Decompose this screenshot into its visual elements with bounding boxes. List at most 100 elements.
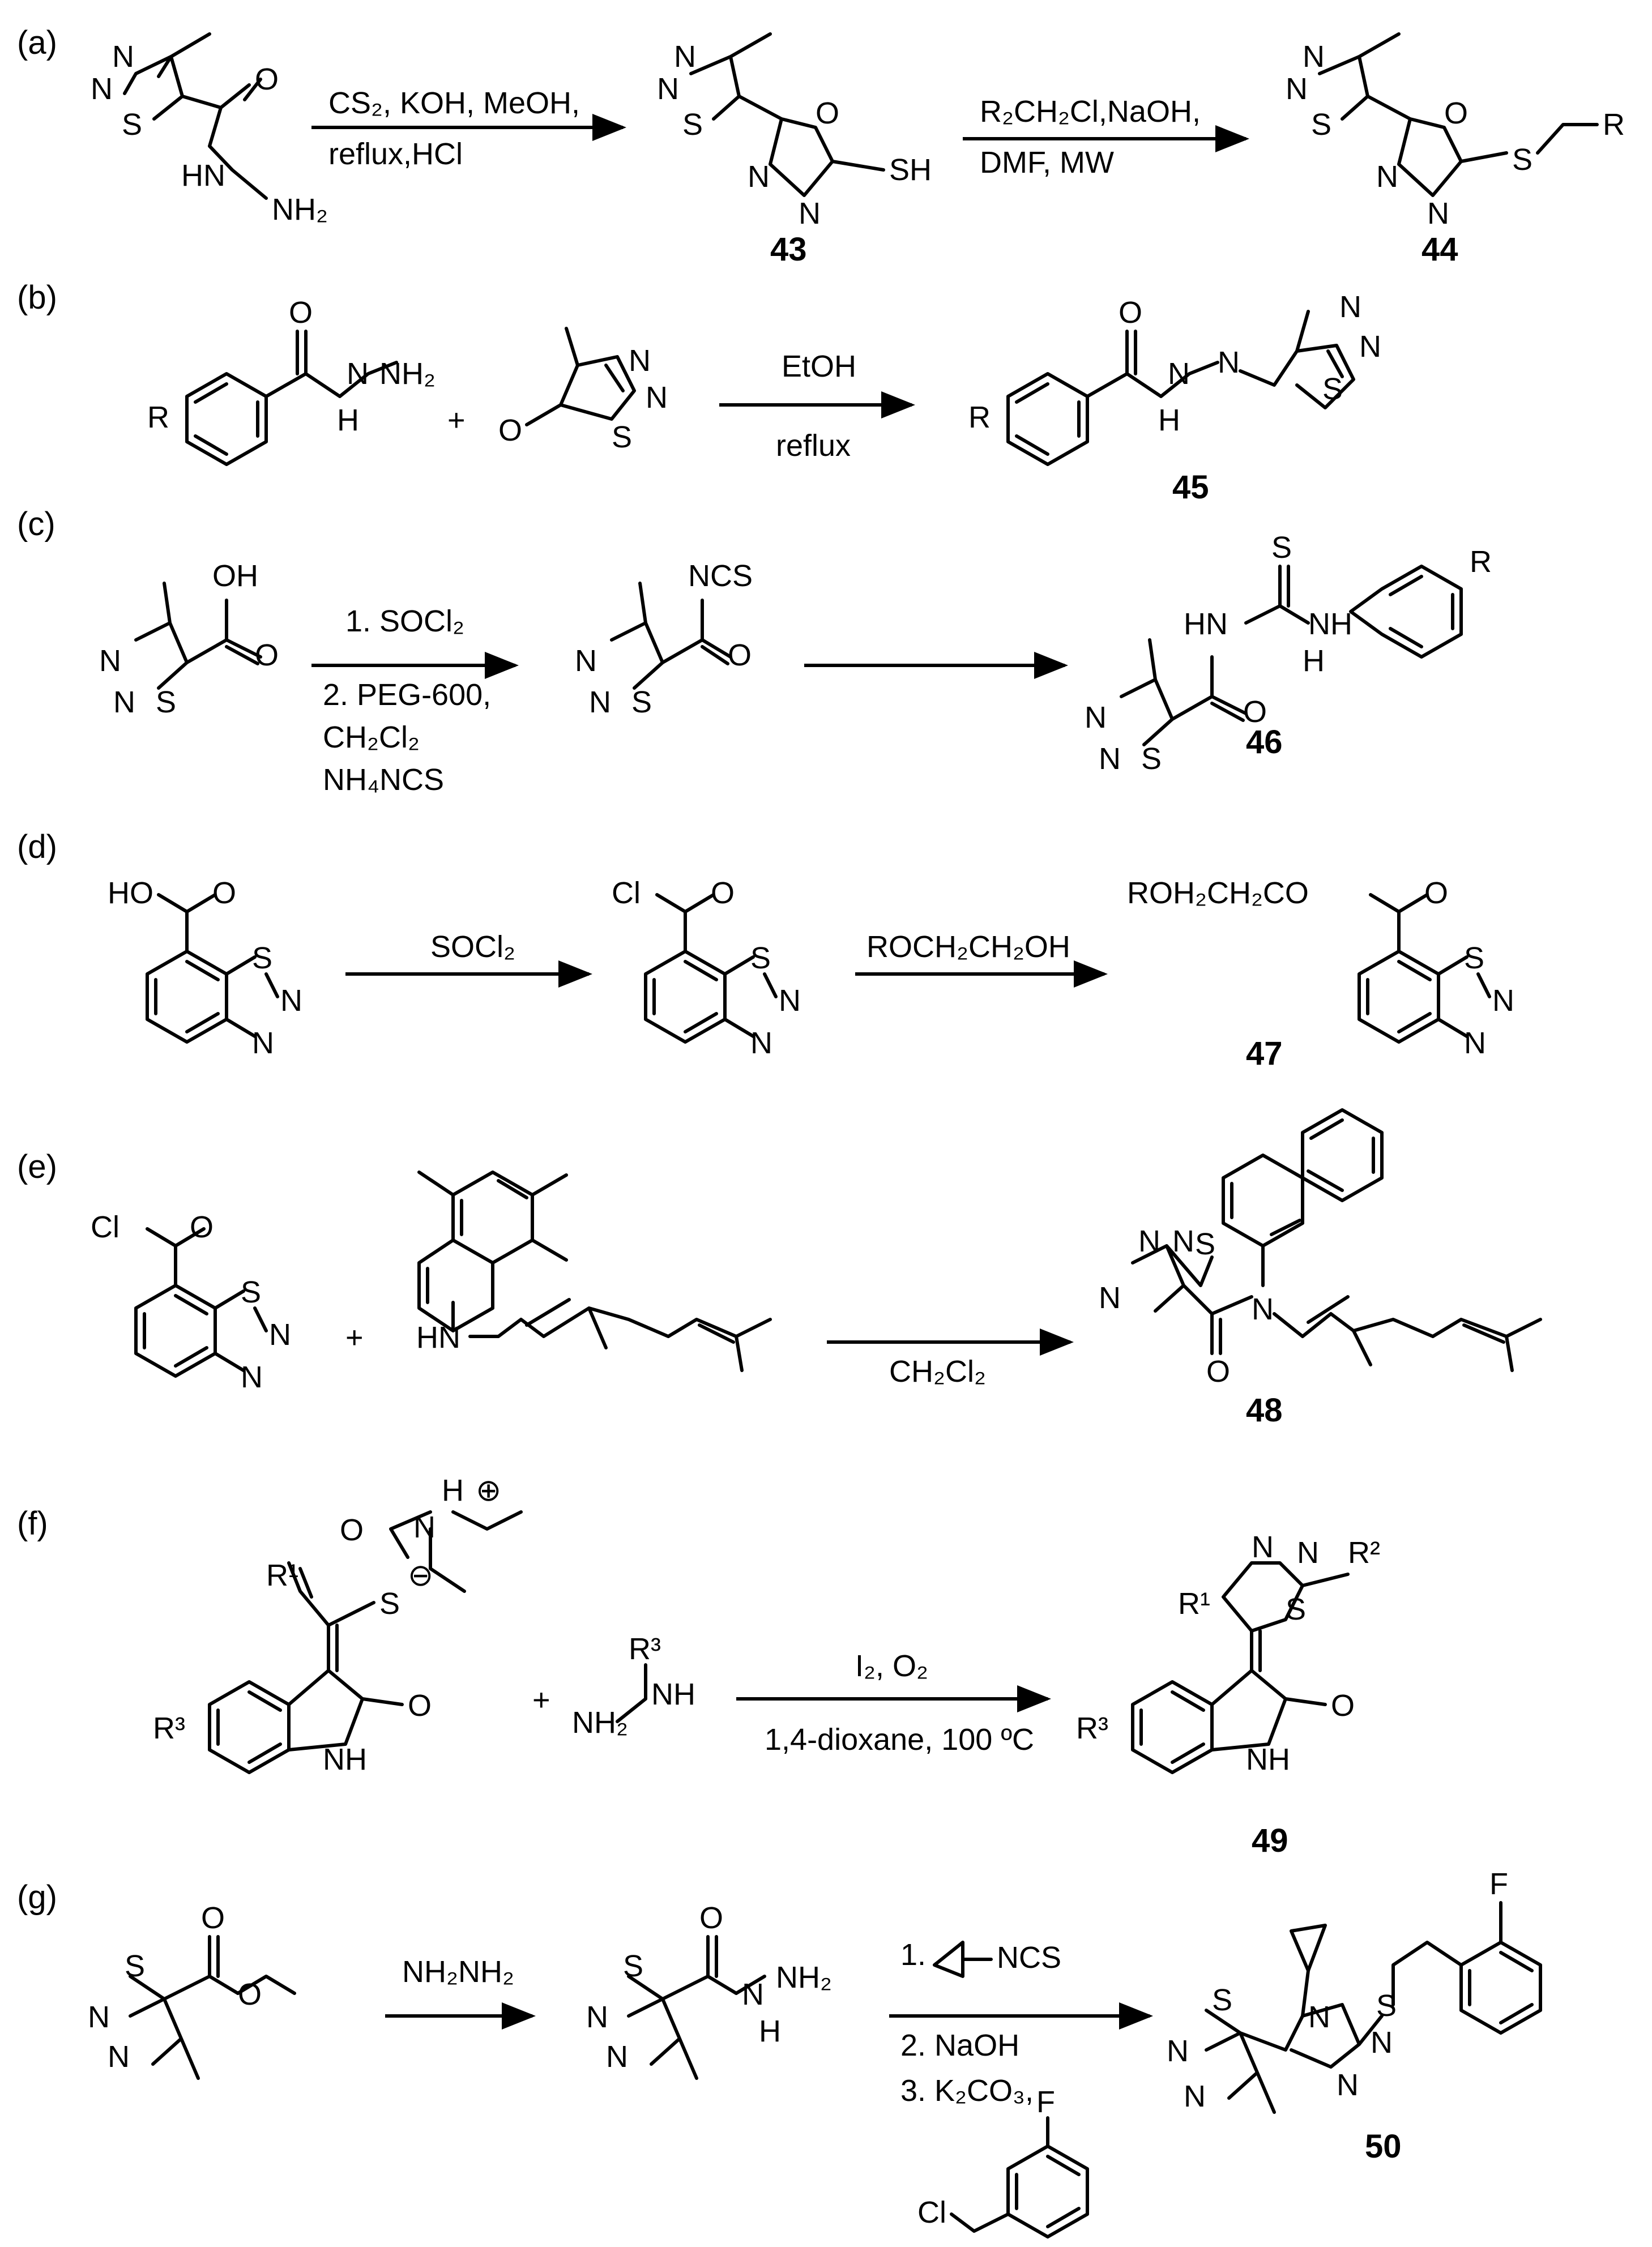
atom-O: O	[340, 1513, 364, 1547]
atom-R: R	[147, 400, 169, 434]
compound-number-45: 45	[1172, 469, 1209, 506]
atom-R1: R¹	[266, 1558, 298, 1592]
atom-O: O	[728, 638, 752, 672]
atom-S: S	[612, 420, 632, 454]
atom-S: S	[1512, 143, 1533, 177]
atom-N: N	[112, 40, 134, 74]
compound-50-structure: S N N N N N S F	[1167, 1867, 1542, 2114]
atom-S: S	[1195, 1227, 1215, 1261]
atom-N: N	[347, 357, 369, 391]
atom-S: S	[1376, 1989, 1397, 2023]
atom-N: N	[1297, 1536, 1319, 1570]
atom-H: H	[1303, 644, 1325, 678]
atom-N: N	[1218, 345, 1240, 379]
atom-HN: HN	[1184, 607, 1228, 641]
atom-SH: SH	[889, 153, 932, 187]
atom-R1: R¹	[1178, 1587, 1210, 1621]
atom-S: S	[1141, 742, 1162, 776]
compound-48-structure: N N S N N O	[1099, 1108, 1542, 1389]
atom-N: N	[280, 984, 302, 1018]
condition-g2-line1: 1.	[900, 1938, 926, 1972]
panel-a: (a) N N S O HN NH₂ CS₂, KOH, MeOH, reflu…	[17, 24, 1625, 268]
atom-NCS: NCS	[688, 559, 753, 593]
atom-NH2: NH₂	[379, 357, 436, 391]
atom-N: N	[1286, 72, 1308, 106]
atom-N: N	[1308, 2000, 1330, 2034]
panel-g: (g) S N N O O NH₂NH₂ S N N O N H NH₂ 1. …	[17, 1867, 1542, 2239]
atom-N: N	[1172, 1224, 1194, 1258]
atom-R3: R³	[629, 1632, 661, 1666]
atom-S: S	[1212, 1983, 1232, 2017]
benzyl-chloride-reagent: F Cl	[917, 2085, 1089, 2239]
plus-sign: +	[532, 1683, 550, 1717]
condition-g1: NH₂NH₂	[402, 1955, 514, 1989]
atom-N: N	[241, 1360, 263, 1394]
plus-sign: +	[447, 403, 466, 437]
compound-number-47: 47	[1246, 1035, 1283, 1072]
panel-label-g: (g)	[17, 1879, 57, 1916]
atom-NH: NH	[323, 1742, 367, 1776]
atom-N: N	[1168, 357, 1190, 391]
condition-b1-line1: EtOH	[782, 349, 856, 383]
compound-number-44: 44	[1422, 231, 1458, 268]
atom-N: N	[1376, 160, 1398, 194]
panel-c: (c) OH O N N S 1. SOCl₂ 2. PEG-600, CH₂C…	[17, 506, 1492, 797]
atom-O: O	[1331, 1689, 1355, 1723]
atom-N: N	[1252, 1530, 1274, 1564]
atom-N: N	[1303, 40, 1325, 74]
atom-S: S	[1271, 531, 1292, 565]
atom-NH2: NH₂	[572, 1706, 628, 1740]
reactant-f-thioenolate: R¹ O S ⊖ N H ⊕ O NH R³	[153, 1473, 523, 1776]
atom-N: N	[1339, 290, 1361, 324]
condition-f1-line1: I₂, O₂	[855, 1649, 928, 1683]
atom-O: O	[498, 413, 522, 447]
atom-O: O	[1424, 876, 1448, 910]
panel-label-b: (b)	[17, 279, 57, 316]
compound-49-structure: R¹ N N R² S O NH R³	[1076, 1530, 1380, 1776]
atom-O: O	[1444, 96, 1468, 130]
compound-46-structure: S HN NH H R O N N S	[1085, 531, 1492, 776]
reactant-f-hydrazine: R³ NH NH₂	[572, 1632, 695, 1740]
reactant-e-amine: HN	[416, 1171, 772, 1372]
panel-label-e: (e)	[17, 1148, 57, 1185]
condition-e1: CH₂Cl₂	[889, 1355, 986, 1389]
atom-N: N	[113, 685, 135, 719]
ester-chain-label: ROH₂CH₂CO	[1127, 876, 1309, 910]
atom-NH: NH	[1246, 1742, 1290, 1776]
atom-Cl: Cl	[91, 1210, 119, 1244]
atom-N: N	[674, 40, 696, 74]
atom-O: O	[201, 1901, 225, 1935]
atom-N: N	[1184, 2079, 1206, 2113]
atom-N: N	[742, 1977, 764, 2011]
condition-a2-line1: R₂CH₂Cl,NaOH,	[980, 95, 1201, 129]
atom-N: N	[413, 1510, 436, 1544]
atom-S: S	[750, 941, 771, 975]
atom-S: S	[623, 1949, 643, 1983]
atom-N: N	[748, 160, 770, 194]
atom-N: N	[1167, 2034, 1189, 2068]
atom-N: N	[1371, 2026, 1393, 2060]
atom-H: H	[442, 1473, 464, 1507]
atom-H: H	[759, 2014, 781, 2048]
atom-N: N	[606, 2040, 628, 2074]
atom-N: N	[108, 2040, 130, 2074]
compound-number-48: 48	[1246, 1392, 1283, 1429]
atom-S: S	[125, 1949, 145, 1983]
atom-R: R	[1603, 108, 1625, 142]
atom-N: N	[91, 72, 113, 106]
atom-HN: HN	[181, 159, 225, 193]
condition-d2: ROCH₂CH₂OH	[866, 930, 1070, 964]
atom-O: O	[711, 876, 735, 910]
atom-R: R	[1470, 545, 1492, 579]
atom-N: N	[1464, 1026, 1486, 1060]
condition-g2-line2: 2. NaOH	[900, 2028, 1019, 2062]
condition-g2-ncs: NCS	[997, 1941, 1061, 1975]
atom-N: N	[779, 984, 801, 1018]
panel-e: (e) Cl O S N N + HN CH₂Cl₂ N N S N N O 4…	[17, 1108, 1542, 1429]
atom-N: N	[1337, 2068, 1359, 2102]
atom-S: S	[241, 1275, 261, 1309]
atom-S: S	[1286, 1592, 1306, 1626]
condition-f1-line2: 1,4-dioxane, 100 ºC	[765, 1723, 1034, 1757]
atom-S: S	[1311, 108, 1331, 142]
